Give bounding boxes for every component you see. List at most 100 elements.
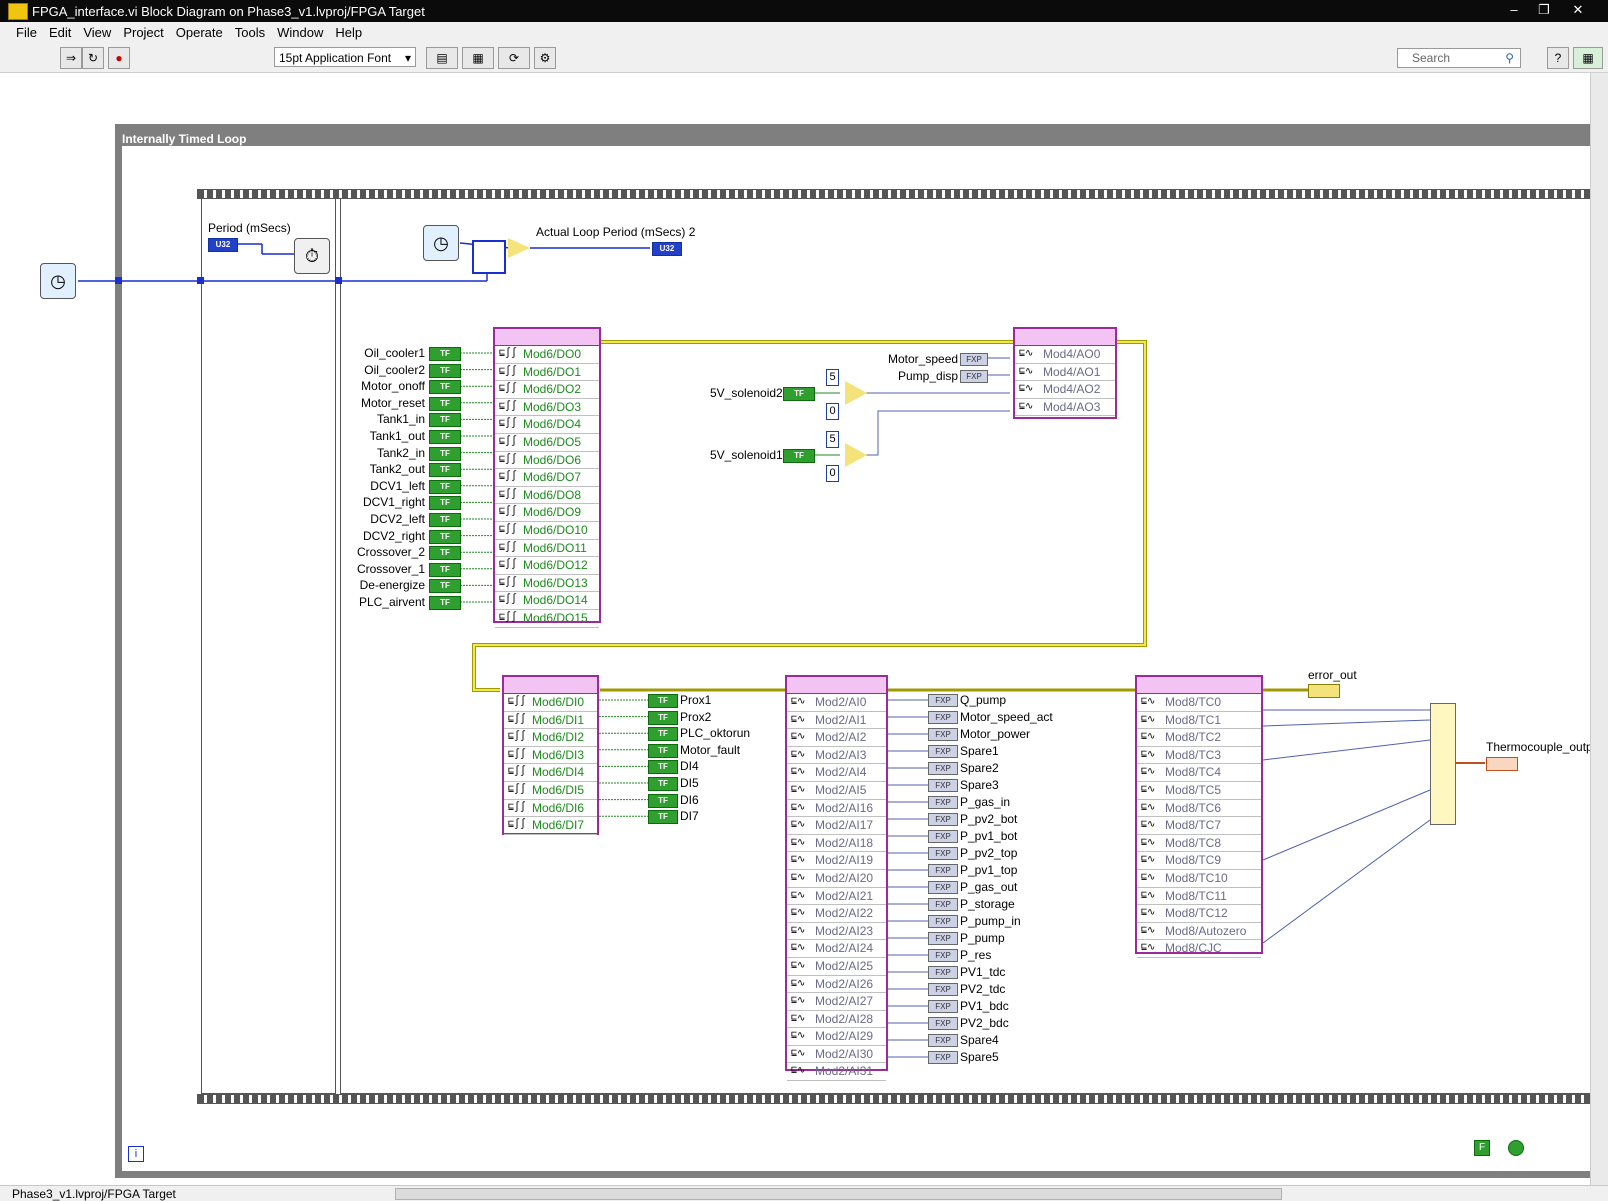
io-channel-row[interactable]: ⊑∫∫Mod6/DO5 xyxy=(495,434,599,452)
search-input[interactable]: Search⚲ xyxy=(1397,48,1521,68)
io-channel-row[interactable]: ⊑∫∫Mod6/DI7 xyxy=(504,817,597,835)
do-boolean-control[interactable]: TF xyxy=(429,347,461,361)
ai-fxp-indicator[interactable]: FXP xyxy=(928,1017,958,1030)
io-channel-row[interactable]: ⊑∿Mod8/TC1 xyxy=(1137,712,1261,730)
io-channel-row[interactable]: ⊑∫∫Mod6/DI3 xyxy=(504,747,597,765)
do-boolean-control[interactable]: TF xyxy=(429,562,461,577)
io-channel-row[interactable]: ⊑∿Mod8/TC6 xyxy=(1137,800,1261,818)
do-boolean-control[interactable]: TF xyxy=(429,596,461,610)
io-channel-row[interactable]: ⊑∿Mod2/AI19 xyxy=(787,852,886,870)
di-boolean-indicator[interactable]: TF xyxy=(648,694,678,708)
menu-window[interactable]: Window xyxy=(277,25,324,40)
io-channel-row[interactable]: ⊑∫∫Mod6/DO3 xyxy=(495,399,599,417)
io-channel-row[interactable]: ⊑∿Mod8/TC3 xyxy=(1137,747,1261,765)
tc-fpga-io-node[interactable]: ⊑∿Mod8/TC0⊑∿Mod8/TC1⊑∿Mod8/TC2⊑∿Mod8/TC3… xyxy=(1135,675,1263,958)
solenoid1-const-high[interactable]: 5 xyxy=(826,431,839,448)
menu-operate[interactable]: Operate xyxy=(175,25,223,40)
di-fpga-io-node[interactable]: ⊑∫∫Mod6/DI0⊑∫∫Mod6/DI1⊑∫∫Mod6/DI2⊑∫∫Mod6… xyxy=(502,675,599,835)
iteration-terminal-icon[interactable]: i xyxy=(128,1146,144,1162)
font-selector[interactable]: 15pt Application Font▾ xyxy=(274,47,416,67)
do-boolean-control[interactable]: TF xyxy=(429,380,461,395)
menu-help[interactable]: Help xyxy=(335,25,363,40)
solenoid2-const-high[interactable]: 5 xyxy=(826,369,839,386)
io-channel-row[interactable]: ⊑∫∫Mod6/DO6 xyxy=(495,452,599,470)
io-channel-row[interactable]: ⊑∿Mod2/AI4 xyxy=(787,764,886,782)
ai-fxp-indicator[interactable]: FXP xyxy=(928,796,958,809)
minimize-button[interactable]: – xyxy=(1510,2,1518,17)
io-channel-row[interactable]: ⊑∿Mod2/AI2 xyxy=(787,729,886,747)
io-channel-row[interactable]: ⊑∿Mod2/AI3 xyxy=(787,747,886,765)
solenoid2-control[interactable]: TF xyxy=(783,387,815,401)
io-channel-row[interactable]: ⊑∿Mod2/AI28 xyxy=(787,1011,886,1029)
ai-fxp-indicator[interactable]: FXP xyxy=(928,864,958,877)
io-channel-row[interactable]: ⊑∫∫Mod6/DO12 xyxy=(495,557,599,575)
io-channel-row[interactable]: ⊑∫∫Mod6/DO2 xyxy=(495,381,599,399)
ai-fxp-indicator[interactable]: FXP xyxy=(928,711,958,724)
ai-fxp-indicator[interactable]: FXP xyxy=(928,1000,958,1013)
di-boolean-indicator[interactable]: TF xyxy=(648,727,678,742)
tick-count-clock-icon[interactable]: ◷ xyxy=(423,225,459,261)
do-boolean-control[interactable]: TF xyxy=(429,396,461,411)
io-channel-row[interactable]: ⊑∿Mod8/TC7 xyxy=(1137,817,1261,835)
period-u32-control[interactable]: U32 xyxy=(208,238,238,252)
do-boolean-control[interactable]: TF xyxy=(429,496,461,511)
run-arrow-icon[interactable]: ⇒ xyxy=(60,47,82,69)
io-channel-row[interactable]: ⊑∿Mod2/AI31 xyxy=(787,1063,886,1082)
io-channel-row[interactable]: ⊑∿Mod8/TC8 xyxy=(1137,835,1261,853)
subtract-icon[interactable] xyxy=(508,238,530,258)
io-channel-row[interactable]: ⊑∿Mod8/TC10 xyxy=(1137,870,1261,888)
ai-fxp-indicator[interactable]: FXP xyxy=(928,915,958,928)
shift-register-icon[interactable] xyxy=(472,240,506,274)
io-channel-row[interactable]: ⊑∿Mod8/TC5 xyxy=(1137,782,1261,800)
io-channel-row[interactable]: ⊑∿Mod2/AI24 xyxy=(787,940,886,958)
io-channel-row[interactable]: ⊑∫∫Mod6/DO7 xyxy=(495,469,599,487)
io-channel-row[interactable]: ⊑∫∫Mod6/DO1 xyxy=(495,364,599,382)
vertical-scrollbar[interactable] xyxy=(1590,73,1608,1185)
align-objects-icon[interactable]: ▤ xyxy=(426,47,458,69)
ai-fpga-io-node[interactable]: ⊑∿Mod2/AI0⊑∿Mod2/AI1⊑∿Mod2/AI2⊑∿Mod2/AI3… xyxy=(785,675,888,1082)
io-channel-row[interactable]: ⊑∫∫Mod6/DI6 xyxy=(504,800,597,818)
actual-loop-period-indicator[interactable]: U32 xyxy=(652,242,682,256)
ai-fxp-indicator[interactable]: FXP xyxy=(928,966,958,979)
io-channel-row[interactable]: ⊑∿Mod8/TC11 xyxy=(1137,888,1261,906)
io-channel-row[interactable]: ⊑∫∫Mod6/DO9 xyxy=(495,504,599,522)
ai-fxp-indicator[interactable]: FXP xyxy=(928,847,958,860)
do-boolean-control[interactable]: TF xyxy=(429,579,461,594)
io-channel-row[interactable]: ⊑∿Mod4/AO1 xyxy=(1015,364,1115,382)
do-boolean-control[interactable]: TF xyxy=(429,513,461,527)
error-out-indicator[interactable] xyxy=(1308,684,1340,698)
pump-disp-control[interactable]: FXP xyxy=(960,370,988,383)
solenoid1-const-low[interactable]: 0 xyxy=(826,465,839,482)
io-channel-row[interactable]: ⊑∿Mod2/AI20 xyxy=(787,870,886,888)
menu-project[interactable]: Project xyxy=(123,25,164,40)
di-boolean-indicator[interactable]: TF xyxy=(648,777,678,791)
ai-fxp-indicator[interactable]: FXP xyxy=(928,813,958,826)
io-channel-row[interactable]: ⊑∿Mod2/AI21 xyxy=(787,888,886,906)
io-channel-row[interactable]: ⊑∿Mod8/Autozero xyxy=(1137,923,1261,941)
ai-fxp-indicator[interactable]: FXP xyxy=(928,762,958,775)
select-icon[interactable] xyxy=(845,443,867,467)
io-channel-row[interactable]: ⊑∫∫Mod6/DI0 xyxy=(504,694,597,712)
wait-metronome-icon[interactable]: ⏱ xyxy=(294,238,330,274)
abort-icon[interactable]: ● xyxy=(108,47,130,69)
io-channel-row[interactable]: ⊑∿Mod8/TC12 xyxy=(1137,905,1261,923)
do-boolean-control[interactable]: TF xyxy=(429,479,461,494)
solenoid2-const-low[interactable]: 0 xyxy=(826,403,839,420)
ai-fxp-indicator[interactable]: FXP xyxy=(928,881,958,894)
cleanup-diagram-icon[interactable]: ⚙ xyxy=(534,47,556,69)
io-channel-row[interactable]: ⊑∫∫Mod6/DO8 xyxy=(495,487,599,505)
reorder-icon[interactable]: ⟳ xyxy=(498,47,530,69)
horizontal-scrollbar[interactable] xyxy=(395,1188,1282,1200)
ai-fxp-indicator[interactable]: FXP xyxy=(928,1051,958,1064)
select-icon[interactable] xyxy=(845,381,867,405)
io-channel-row[interactable]: ⊑∫∫Mod6/DO4 xyxy=(495,416,599,434)
io-channel-row[interactable]: ⊑∿Mod2/AI1 xyxy=(787,712,886,730)
io-channel-row[interactable]: ⊑∿Mod4/AO3 xyxy=(1015,399,1115,417)
ai-fxp-indicator[interactable]: FXP xyxy=(928,830,958,843)
run-continuously-icon[interactable]: ↻ xyxy=(82,47,104,69)
io-channel-row[interactable]: ⊑∫∫Mod6/DI5 xyxy=(504,782,597,800)
false-constant[interactable]: F xyxy=(1474,1140,1490,1156)
menu-view[interactable]: View xyxy=(83,25,112,40)
ai-fxp-indicator[interactable]: FXP xyxy=(928,949,958,962)
ai-fxp-indicator[interactable]: FXP xyxy=(928,932,958,945)
